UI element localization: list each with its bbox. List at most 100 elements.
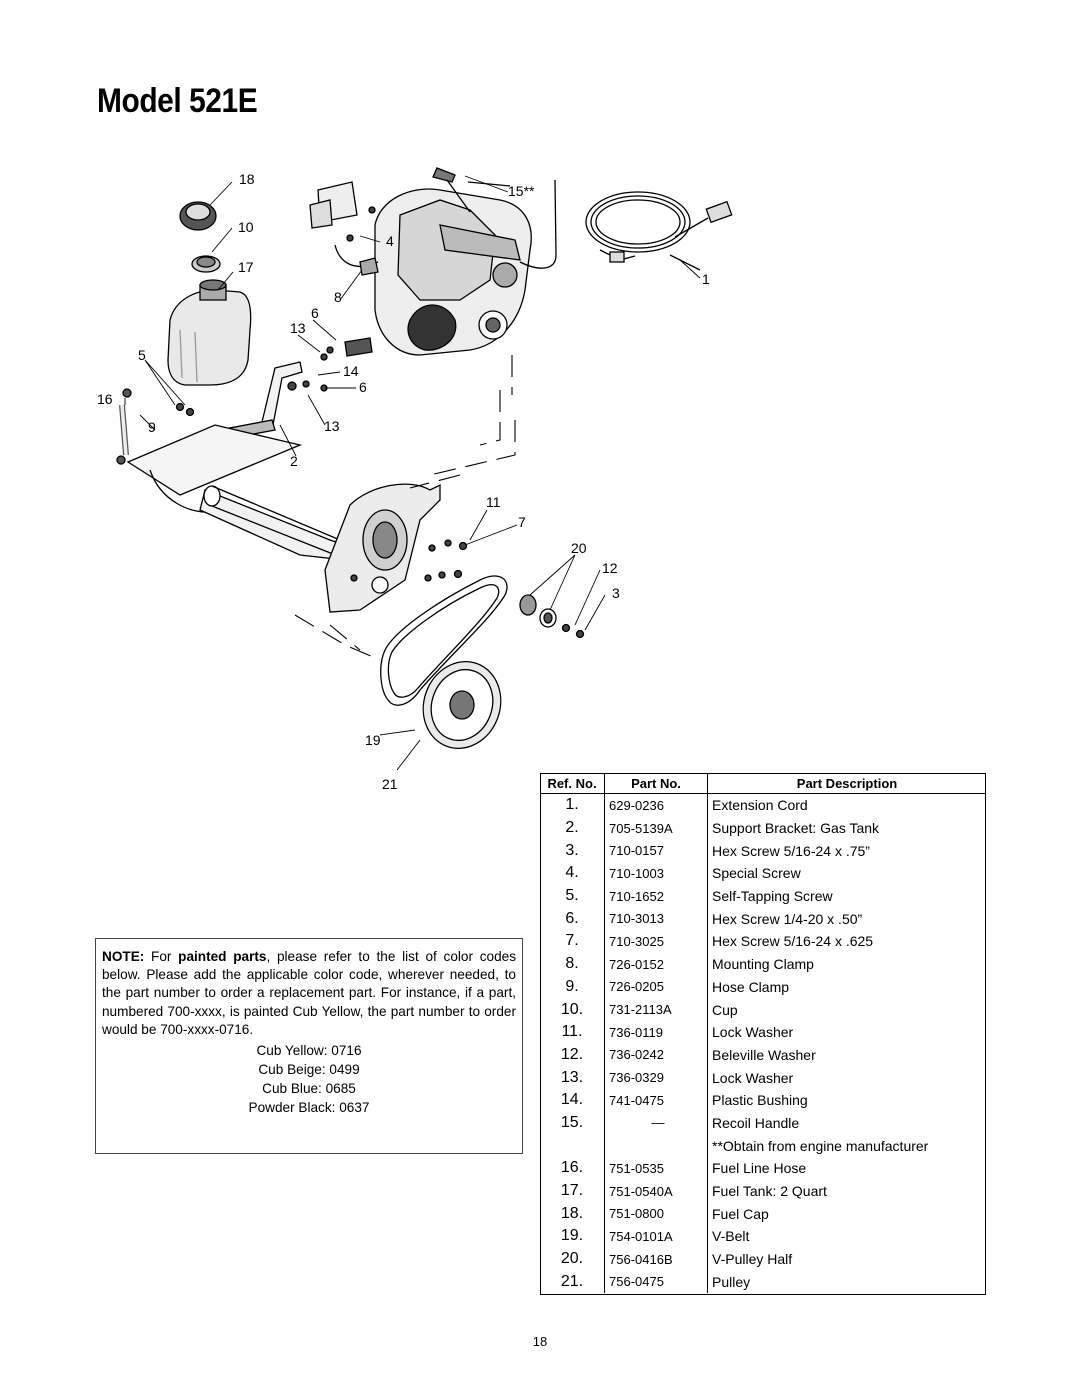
header-ref-no: Ref. No. (540, 773, 605, 794)
part-no-cell: 726-0205 (604, 975, 708, 999)
ref-no-cell: 14. (540, 1088, 605, 1112)
part-no-cell: 736-0242 (604, 1043, 708, 1067)
ref-no-cell: 8. (540, 952, 605, 976)
ref-no-cell (540, 1134, 605, 1157)
ref-no-cell: 15. (540, 1111, 605, 1135)
ref-no-cell: 19. (540, 1225, 605, 1248)
color-code: Cub Blue: 0685 (262, 1081, 356, 1097)
callout-20: 20 (571, 540, 587, 556)
part-no-cell: — (604, 1111, 708, 1135)
part-no-cell: 751-0800 (604, 1202, 708, 1226)
note-text: NOTE: For painted parts, please refer to… (102, 948, 516, 1039)
table-row: 15.—Recoil Handle (540, 1111, 986, 1135)
part-no-cell: 710-1652 (604, 884, 708, 908)
part-no-cell: 756-0475 (604, 1270, 708, 1294)
part-no-cell: 731-2113A (604, 998, 708, 1021)
callout-15: 15** (508, 183, 535, 199)
ref-no-cell: 20. (540, 1247, 605, 1271)
description-cell: Recoil Handle (712, 1114, 800, 1131)
callout-3: 3 (612, 585, 620, 601)
part-no-cell: 741-0475 (604, 1088, 708, 1112)
ref-no-cell: 4. (540, 862, 605, 885)
part-no-cell: 710-0157 (604, 839, 708, 863)
ref-no-cell: 17. (540, 1179, 605, 1203)
callout-11: 11 (486, 494, 501, 510)
callout-6a: 6 (311, 305, 319, 321)
description-cell: Hex Screw 5/16-24 x .75” (712, 842, 870, 859)
description-cell: Fuel Line Hose (712, 1160, 807, 1177)
color-code: Cub Beige: 0499 (258, 1062, 360, 1078)
ref-no-cell: 21. (540, 1270, 605, 1294)
callout-10: 10 (238, 219, 254, 235)
ref-no-cell: 12. (540, 1043, 605, 1067)
callout-12: 12 (602, 560, 618, 576)
page-title: Model 521E (97, 82, 258, 120)
callout-13b: 13 (324, 418, 340, 434)
ref-no-cell: 16. (540, 1157, 605, 1180)
description-cell: Self-Tapping Screw (712, 888, 833, 905)
part-no-cell: 710-3025 (604, 930, 708, 953)
description-cell: **Obtain from engine manufacturer (712, 1137, 929, 1154)
ref-no-cell: 1. (540, 793, 605, 817)
table-row: **Obtain from engine manufacturer (540, 1134, 986, 1157)
ref-no-cell: 3. (540, 839, 605, 863)
painted-parts-note: NOTE: For painted parts, please refer to… (95, 938, 523, 1154)
part-no-cell: 710-1003 (604, 862, 708, 885)
table-header-row: Ref. No. Part No. Part Description (540, 773, 986, 794)
description-cell: Plastic Bushing (712, 1092, 808, 1109)
callout-6b: 6 (359, 379, 367, 395)
ref-no-cell: 7. (540, 930, 605, 953)
part-no-cell (604, 1134, 708, 1157)
note-lead: NOTE: (102, 949, 145, 964)
description-cell: Lock Washer (712, 1024, 794, 1041)
description-cell: Fuel Tank: 2 Quart (712, 1183, 827, 1200)
part-no-cell: 736-0119 (604, 1020, 708, 1044)
callout-17: 17 (238, 259, 254, 275)
description-cell: V-Pulley Half (712, 1251, 793, 1268)
part-no-cell: 629-0236 (604, 793, 708, 817)
ref-no-cell: 2. (540, 816, 605, 840)
color-codes: Cub Yellow: 0716 Cub Beige: 0499 Cub Blu… (102, 1041, 516, 1117)
callout-1: 1 (702, 271, 710, 287)
callout-13a: 13 (290, 320, 306, 336)
ref-no-cell: 10. (540, 998, 605, 1021)
ref-no-cell: 11. (540, 1020, 605, 1044)
description-cell: Cup (712, 1001, 738, 1018)
description-cell: Beleville Washer (712, 1046, 816, 1063)
part-no-cell: 751-0535 (604, 1157, 708, 1180)
callout-2: 2 (290, 453, 298, 469)
part-no-cell: 726-0152 (604, 952, 708, 976)
color-code: Cub Yellow: 0716 (256, 1043, 362, 1059)
description-cell: Mounting Clamp (712, 956, 814, 973)
description-cell: Hex Screw 5/16-24 x .625 (712, 933, 874, 950)
description-cell: Extension Cord (712, 797, 808, 814)
ref-no-cell: 6. (540, 907, 605, 931)
ref-no-cell: 5. (540, 884, 605, 908)
note-bold: painted parts (178, 949, 267, 964)
ref-no-cell: 9. (540, 975, 605, 999)
description-cell: Special Screw (712, 865, 801, 882)
description-cell: Support Bracket: Gas Tank (712, 820, 880, 837)
ref-no-cell: 18. (540, 1202, 605, 1226)
part-no-cell: 754-0101A (604, 1225, 708, 1248)
callout-19: 19 (365, 732, 381, 748)
callout-4: 4 (386, 233, 394, 249)
part-no-cell: 736-0329 (604, 1066, 708, 1089)
